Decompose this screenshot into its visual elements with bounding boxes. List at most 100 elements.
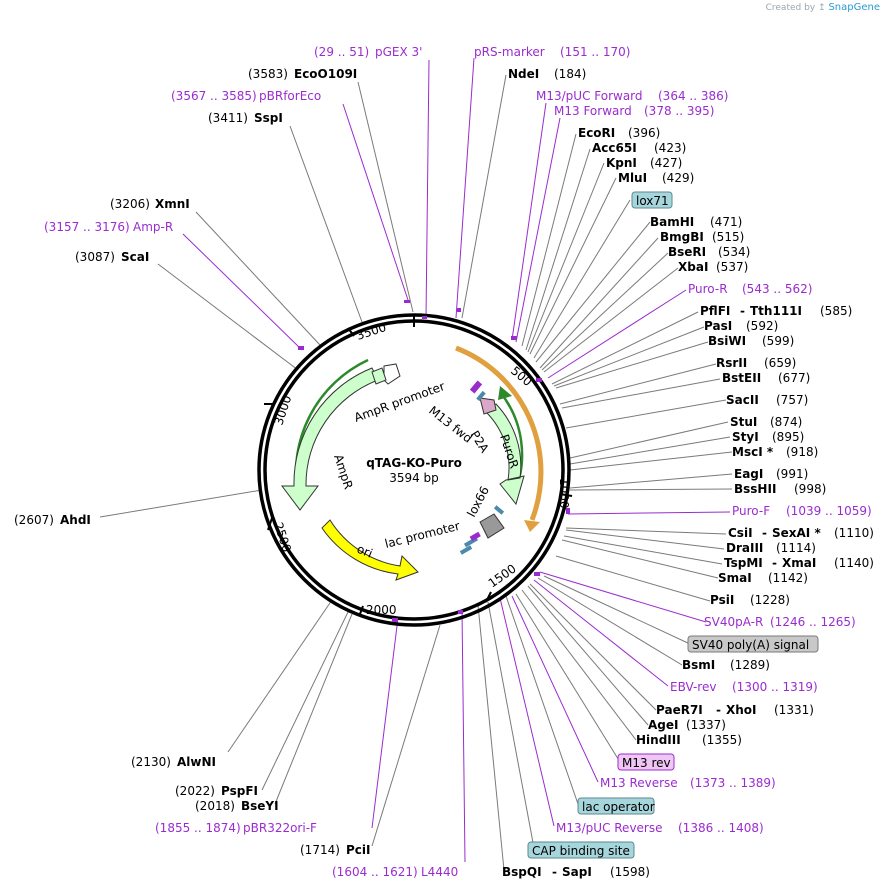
- primer-pos: (543 .. 562): [742, 282, 812, 296]
- enzyme-pos: (599): [762, 334, 794, 348]
- enzyme-name-2: -: [552, 865, 557, 879]
- enzyme-pos: (991): [776, 467, 808, 481]
- primer-pos: (378 .. 395): [644, 104, 714, 118]
- feature-m13-fwd: [469, 380, 483, 394]
- enzyme-name-2: -: [772, 556, 777, 570]
- enzyme-pos: (429): [662, 171, 694, 185]
- tick-2000: 2000: [366, 603, 397, 617]
- enzyme-name: TspMI: [724, 556, 763, 570]
- label-p2a: P2A: [467, 428, 492, 456]
- enzyme-pos: (2130): [131, 755, 171, 769]
- enzyme-pos: (1289): [730, 658, 770, 672]
- badge-cap-binding-site: [527, 841, 635, 859]
- tick-marks: [264, 315, 573, 615]
- enzyme-pos: (3087): [75, 250, 115, 264]
- primer-name: Amp-R: [133, 220, 173, 234]
- label-ampr: AmpR: [331, 453, 355, 491]
- feature-ampr-arrow: [281, 367, 379, 511]
- primer-name: pBR322ori-F: [243, 821, 317, 835]
- primer-pos: (151 .. 170): [560, 45, 630, 59]
- enzyme-pos: (1114): [776, 541, 816, 555]
- enzyme-pos: (534): [718, 245, 750, 259]
- primer-pos: (1855 .. 1874): [155, 821, 241, 835]
- feature-ampr-promoter: [371, 367, 387, 385]
- enzyme-name: XbaI: [678, 260, 708, 274]
- enzyme-pos: (1355): [702, 733, 742, 747]
- enzyme-pos: (1228): [750, 593, 790, 607]
- enzyme-name: HindIII: [636, 733, 681, 747]
- enzyme-name: Acc65I: [592, 141, 637, 155]
- enzyme-name-2: -: [716, 703, 721, 717]
- enzyme-name: AhdI: [60, 513, 91, 527]
- enzyme-name: DraIII: [726, 541, 763, 555]
- enzyme-pos: (659): [764, 356, 796, 370]
- enzyme-pos: (677): [778, 371, 810, 385]
- enzyme-name: KpnI: [606, 156, 637, 170]
- primer-name: M13 Reverse: [600, 776, 678, 790]
- enzyme-name: PasI: [704, 319, 732, 333]
- primer-pos: (1604 .. 1621): [332, 865, 418, 879]
- enzyme-pos: (427): [650, 156, 682, 170]
- badge-lox71: [631, 191, 673, 209]
- enzyme-name-2: -: [762, 526, 767, 540]
- enzyme-name: PflFI: [700, 304, 730, 318]
- label-ori: ori: [355, 542, 375, 561]
- feature-puror-outer: [455, 345, 544, 532]
- primer-name: Puro-R: [688, 282, 728, 296]
- feature-lox66-marker: [493, 505, 505, 515]
- enzyme-name: StyI: [732, 430, 759, 444]
- enzyme-name: RsrII: [716, 356, 747, 370]
- enzyme-name: NdeI: [508, 67, 539, 81]
- primer-name: M13 Forward: [554, 104, 632, 118]
- enzyme-pos: (757): [776, 393, 808, 407]
- enzyme-name: MluI: [618, 171, 647, 185]
- primer-name: pRS-marker: [474, 45, 545, 59]
- enzyme-pos: (1331): [774, 703, 814, 717]
- enzyme-name: MscI *: [732, 445, 774, 459]
- enzyme-name: BamHI: [650, 215, 694, 229]
- tick-1000: 1000: [557, 478, 571, 509]
- enzyme-name: SmaI: [718, 571, 752, 585]
- feature-p2a: [479, 397, 497, 415]
- enzyme-pos: (592): [746, 319, 778, 333]
- tick-1500: 1500: [486, 561, 519, 590]
- enzyme-name: BssHII: [734, 482, 776, 496]
- enzyme-name: PaeR7I: [656, 703, 703, 717]
- enzyme-name: EagI: [734, 467, 763, 481]
- enzyme-name: XmnI: [155, 197, 190, 211]
- primer-name: pGEX 3': [375, 45, 422, 59]
- primer-name: SV40pA-R: [704, 615, 763, 629]
- primer-pos: (1373 .. 1389): [690, 776, 776, 790]
- primer-pos: (1386 .. 1408): [678, 821, 764, 835]
- enzyme-pos: (1598): [610, 865, 650, 879]
- enzyme-name-2: Tth111I: [750, 304, 802, 318]
- enzyme-pos: (1714): [300, 843, 340, 857]
- enzyme-pos: (2607): [14, 513, 54, 527]
- enzyme-name-2: XhoI: [726, 703, 757, 717]
- primer-pos: (1039 .. 1059): [786, 504, 872, 518]
- enzyme-pos: (998): [794, 482, 826, 496]
- badge-cap-binding-site-label: CAP binding site: [532, 844, 630, 858]
- enzyme-name: StuI: [730, 415, 757, 429]
- primer-name: M13/pUC Reverse: [556, 821, 663, 835]
- enzyme-pos: (3583): [248, 67, 288, 81]
- primer-pos: (3567 .. 3585): [171, 89, 257, 103]
- primer-name: EBV-rev: [670, 680, 716, 694]
- enzyme-pos: (423): [654, 141, 686, 155]
- enzyme-name: EcoO109I: [294, 67, 357, 81]
- enzyme-name: AlwNI: [177, 755, 216, 769]
- plasmid-name: qTAG-KO-Puro: [366, 456, 462, 470]
- enzyme-name: BsiWI: [708, 334, 746, 348]
- enzyme-pos: (1337): [686, 718, 726, 732]
- feature-lox71-marker: [476, 390, 486, 402]
- enzyme-pos: (2022): [175, 784, 215, 798]
- credit-text: Created by: [765, 3, 816, 13]
- enzyme-pos: (537): [716, 260, 748, 274]
- enzyme-name: BspQI: [502, 865, 542, 879]
- enzyme-pos: (895): [772, 430, 804, 444]
- enzyme-name-2: SexAI *: [772, 526, 821, 540]
- enzyme-pos: (471): [710, 215, 742, 229]
- snapgene-credit: Created by ↥ SnapGene: [766, 2, 880, 13]
- enzyme-name: BstEII: [722, 371, 761, 385]
- enzyme-name: SspI: [254, 111, 283, 125]
